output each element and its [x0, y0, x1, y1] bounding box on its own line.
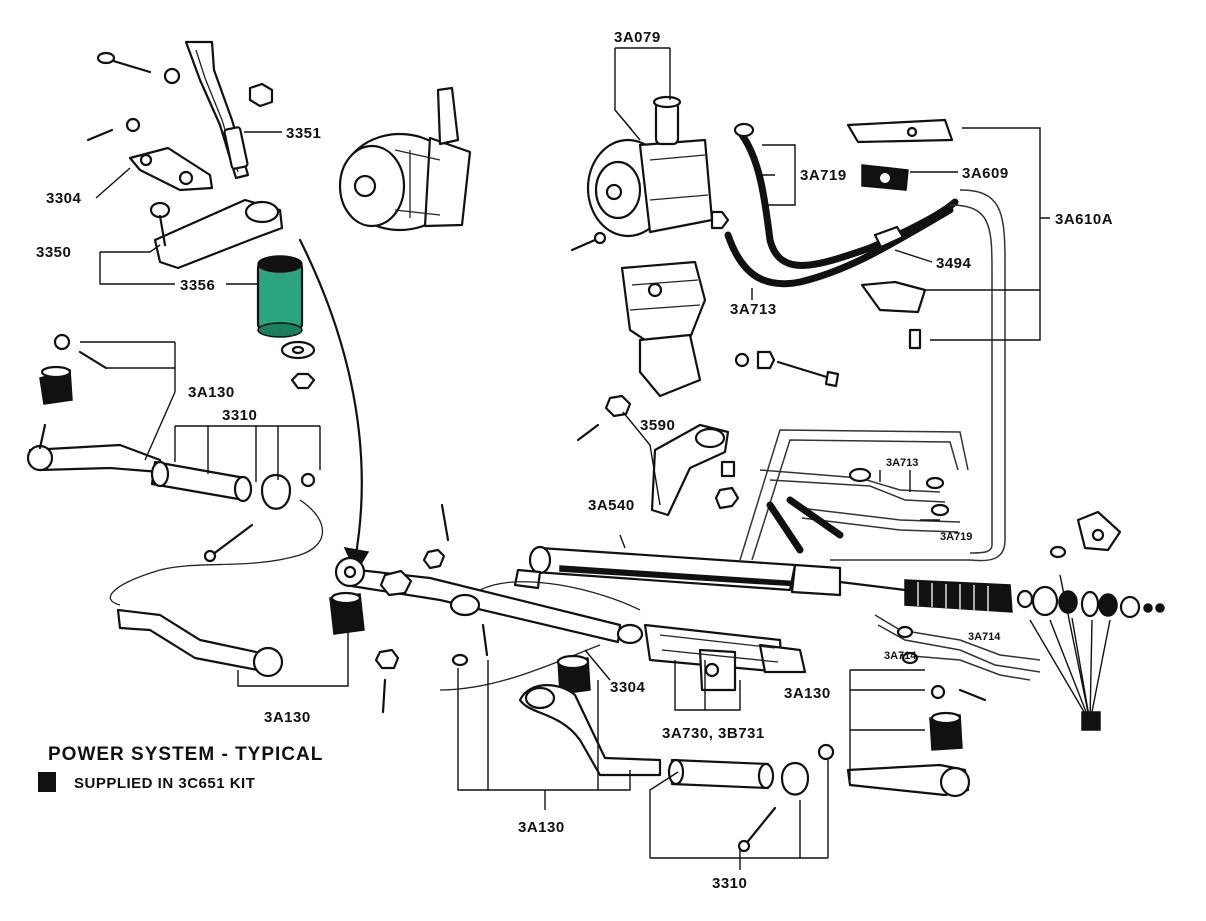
leader-lines	[80, 47, 1050, 870]
label-3A719-top: 3A719	[800, 167, 847, 184]
kit-leaders-right	[1029, 574, 1111, 731]
bolt-top-left	[96, 51, 181, 85]
label-3A130-bottom: 3A130	[518, 819, 565, 836]
label-3A609: 3A609	[962, 165, 1009, 182]
label-3A730: 3A730, 3B731	[662, 725, 765, 742]
control-valve	[620, 260, 707, 398]
cotter-path-left	[109, 499, 324, 606]
assembly-path-center	[479, 581, 641, 611]
label-3590: 3590	[640, 417, 675, 434]
clamp-bottom	[737, 743, 835, 853]
label-3A714-a: 3A714	[968, 631, 1001, 643]
tie-rod-boot-left	[39, 365, 73, 405]
label-3A130-bottom-left: 3A130	[264, 709, 311, 726]
hoses-upper	[724, 122, 959, 288]
callout-labels: 3A079 3351 3304 3350 3356 3A719 3A609 3A…	[36, 29, 1113, 892]
legend-text: SUPPLIED IN 3C651 KIT	[74, 775, 255, 792]
label-3356: 3356	[180, 277, 215, 294]
bolt-center	[734, 350, 840, 388]
nut-3590	[576, 394, 632, 442]
label-3350: 3350	[36, 244, 71, 261]
idler-arm-3304-top	[128, 146, 214, 192]
clamp-3310-left	[203, 472, 316, 563]
label-3A713-mid: 3A713	[886, 457, 918, 469]
tie-rod-left-lower	[116, 608, 284, 678]
label-3304-top: 3304	[46, 190, 82, 207]
pump-3A079	[586, 95, 730, 238]
label-3310-bottom: 3310	[712, 875, 747, 892]
pitman-arm-3350	[149, 198, 284, 270]
bracket-3A610A	[846, 118, 954, 350]
adjusting-sleeve-bottom	[667, 758, 775, 790]
legend-swatch	[38, 772, 56, 792]
dust-boot	[904, 579, 1165, 619]
label-3A079: 3A079	[614, 29, 661, 46]
label-3351: 3351	[286, 125, 321, 142]
assembly-arrow	[298, 238, 363, 562]
bushing-3356	[256, 255, 304, 338]
nut-top	[248, 82, 274, 108]
cotter-pin-left	[53, 333, 108, 370]
label-3A610A: 3A610A	[1055, 211, 1113, 228]
small-parts-center-left	[374, 503, 489, 714]
bracket-3A609	[861, 164, 909, 191]
bolt-pump	[570, 231, 607, 252]
label-3310-left: 3310	[222, 407, 257, 424]
power-cylinder-3A540	[513, 545, 907, 597]
lines-middle	[739, 189, 1006, 562]
label-3A713-top: 3A713	[730, 301, 777, 318]
pump-assembly-left	[338, 86, 472, 232]
label-3304-bottom: 3304	[610, 679, 646, 696]
tie-rod-right	[846, 684, 987, 798]
label-3494: 3494	[936, 255, 972, 272]
tie-rod-end-left	[26, 423, 162, 474]
label-3A540: 3A540	[588, 497, 635, 514]
assembly-path-lower	[439, 644, 601, 691]
pitman-bracket-3351	[184, 40, 250, 180]
washer-left	[280, 340, 316, 390]
control-valve-3A730	[643, 623, 807, 692]
label-3A130-left: 3A130	[188, 384, 235, 401]
tie-rod-end-boot-lower-left	[329, 591, 365, 635]
center-link-3304	[334, 556, 644, 645]
adjusting-sleeve-3310-left	[150, 460, 253, 503]
lines-3A714	[874, 614, 1041, 681]
label-3A719-mid: 3A719	[940, 531, 972, 543]
label-3A714-b: 3A714	[884, 650, 917, 662]
mount-bracket-right	[1049, 510, 1122, 559]
label-3A130-right: 3A130	[784, 685, 831, 702]
cotter-pin-top-left	[86, 117, 141, 142]
tie-rod-end-bottom	[518, 684, 662, 777]
diagram-title: POWER SYSTEM - TYPICAL	[48, 744, 323, 765]
tie-rod-boot-bottom	[556, 654, 591, 695]
idler-bracket-3590	[650, 423, 740, 517]
